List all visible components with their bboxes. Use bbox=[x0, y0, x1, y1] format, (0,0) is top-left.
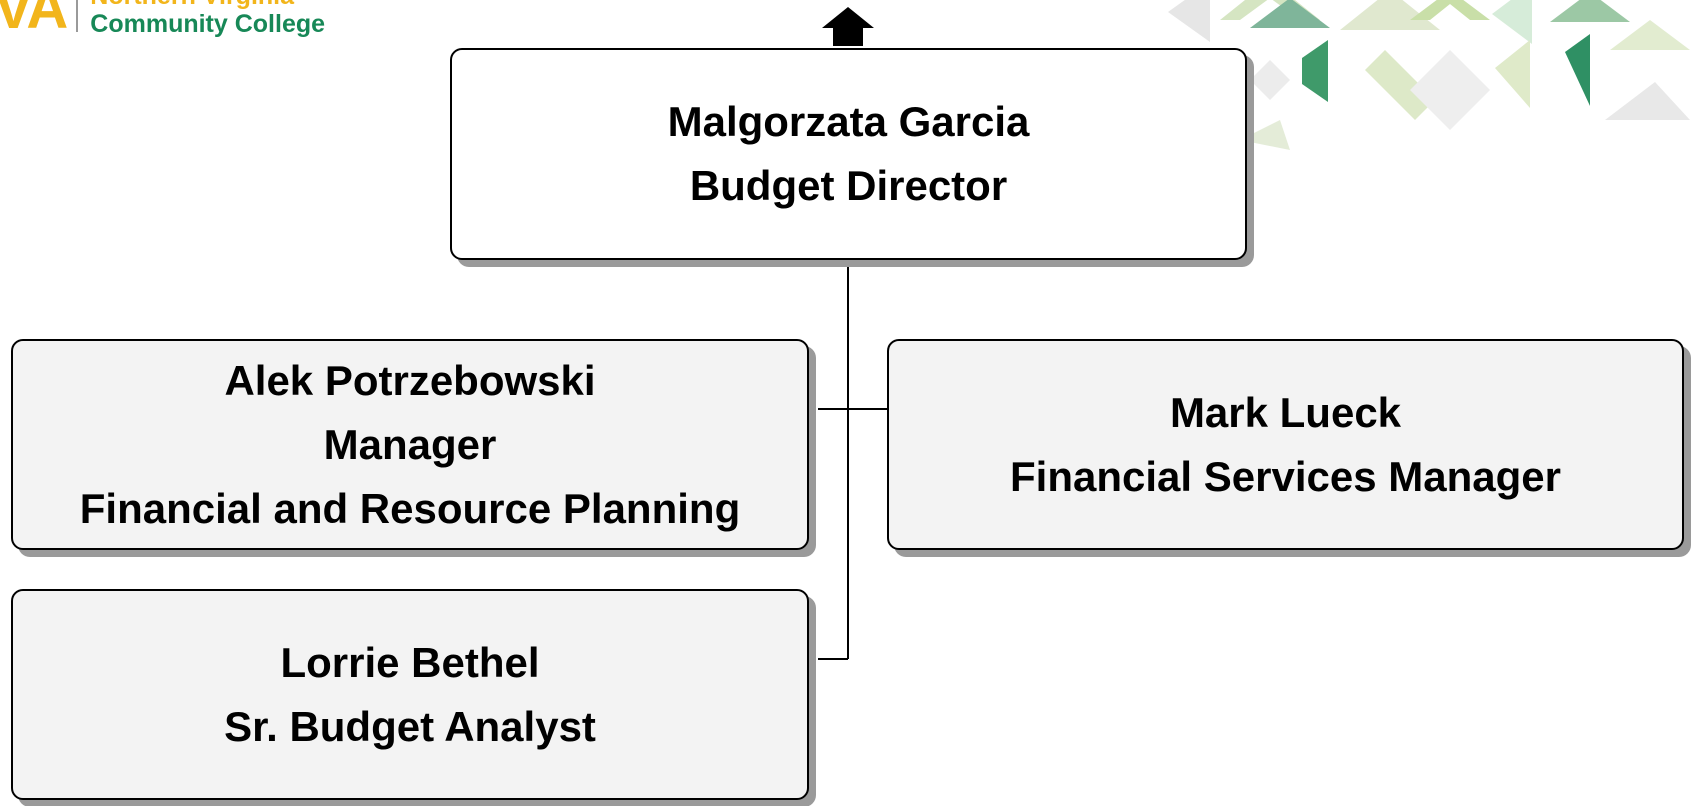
node-name: Mark Lueck bbox=[1169, 388, 1402, 436]
deco-triangle bbox=[1610, 20, 1690, 50]
node-title: Financial Services Manager bbox=[1010, 452, 1561, 500]
node-title: Budget Director bbox=[689, 162, 1008, 209]
org-node-financial-services-manager: Mark Lueck Financial Services Manager bbox=[887, 339, 1684, 550]
deco-triangle bbox=[1492, 0, 1532, 44]
deco-triangle bbox=[1240, 120, 1290, 150]
node-title-secondary: Financial and Resource Planning bbox=[79, 484, 741, 532]
deco-triangle bbox=[1605, 82, 1690, 120]
logo-mark: VA bbox=[0, 0, 68, 41]
deco-triangle bbox=[1495, 40, 1530, 108]
deco-triangle bbox=[1168, 0, 1210, 42]
college-logo: VA Northern Virginia Community College bbox=[0, 0, 325, 38]
deco-triangle bbox=[1565, 34, 1590, 106]
deco-chevron bbox=[1365, 50, 1435, 120]
decorative-triangle-pattern bbox=[1168, 0, 1690, 150]
logo-divider bbox=[76, 0, 79, 32]
org-node-budget-director: Malgorzata Garcia Budget Director bbox=[450, 48, 1247, 260]
org-node-financial-resource-planning-manager: Alek Potrzebowski Manager Financial and … bbox=[11, 339, 809, 550]
deco-diamond bbox=[1250, 60, 1290, 100]
node-title: Manager bbox=[323, 420, 497, 468]
deco-triangle bbox=[1302, 40, 1328, 102]
org-node-sr-budget-analyst: Lorrie Bethel Sr. Budget Analyst bbox=[11, 589, 809, 800]
deco-triangle bbox=[1340, 0, 1440, 30]
deco-chevron bbox=[1410, 0, 1490, 20]
deco-triangle bbox=[1250, 0, 1330, 28]
node-name: Lorrie Bethel bbox=[280, 638, 540, 686]
up-arrow-icon bbox=[822, 7, 874, 46]
node-title: Sr. Budget Analyst bbox=[224, 702, 596, 750]
deco-diamond bbox=[1410, 50, 1490, 130]
node-name: Malgorzata Garcia bbox=[667, 98, 1030, 145]
deco-triangle bbox=[1550, 0, 1630, 22]
logo-text-line2: Community College bbox=[90, 10, 326, 38]
node-name: Alek Potrzebowski bbox=[224, 356, 596, 404]
logo-text: Northern Virginia Community College bbox=[90, 0, 325, 38]
logo-text-line1: Northern Virginia bbox=[90, 0, 325, 10]
